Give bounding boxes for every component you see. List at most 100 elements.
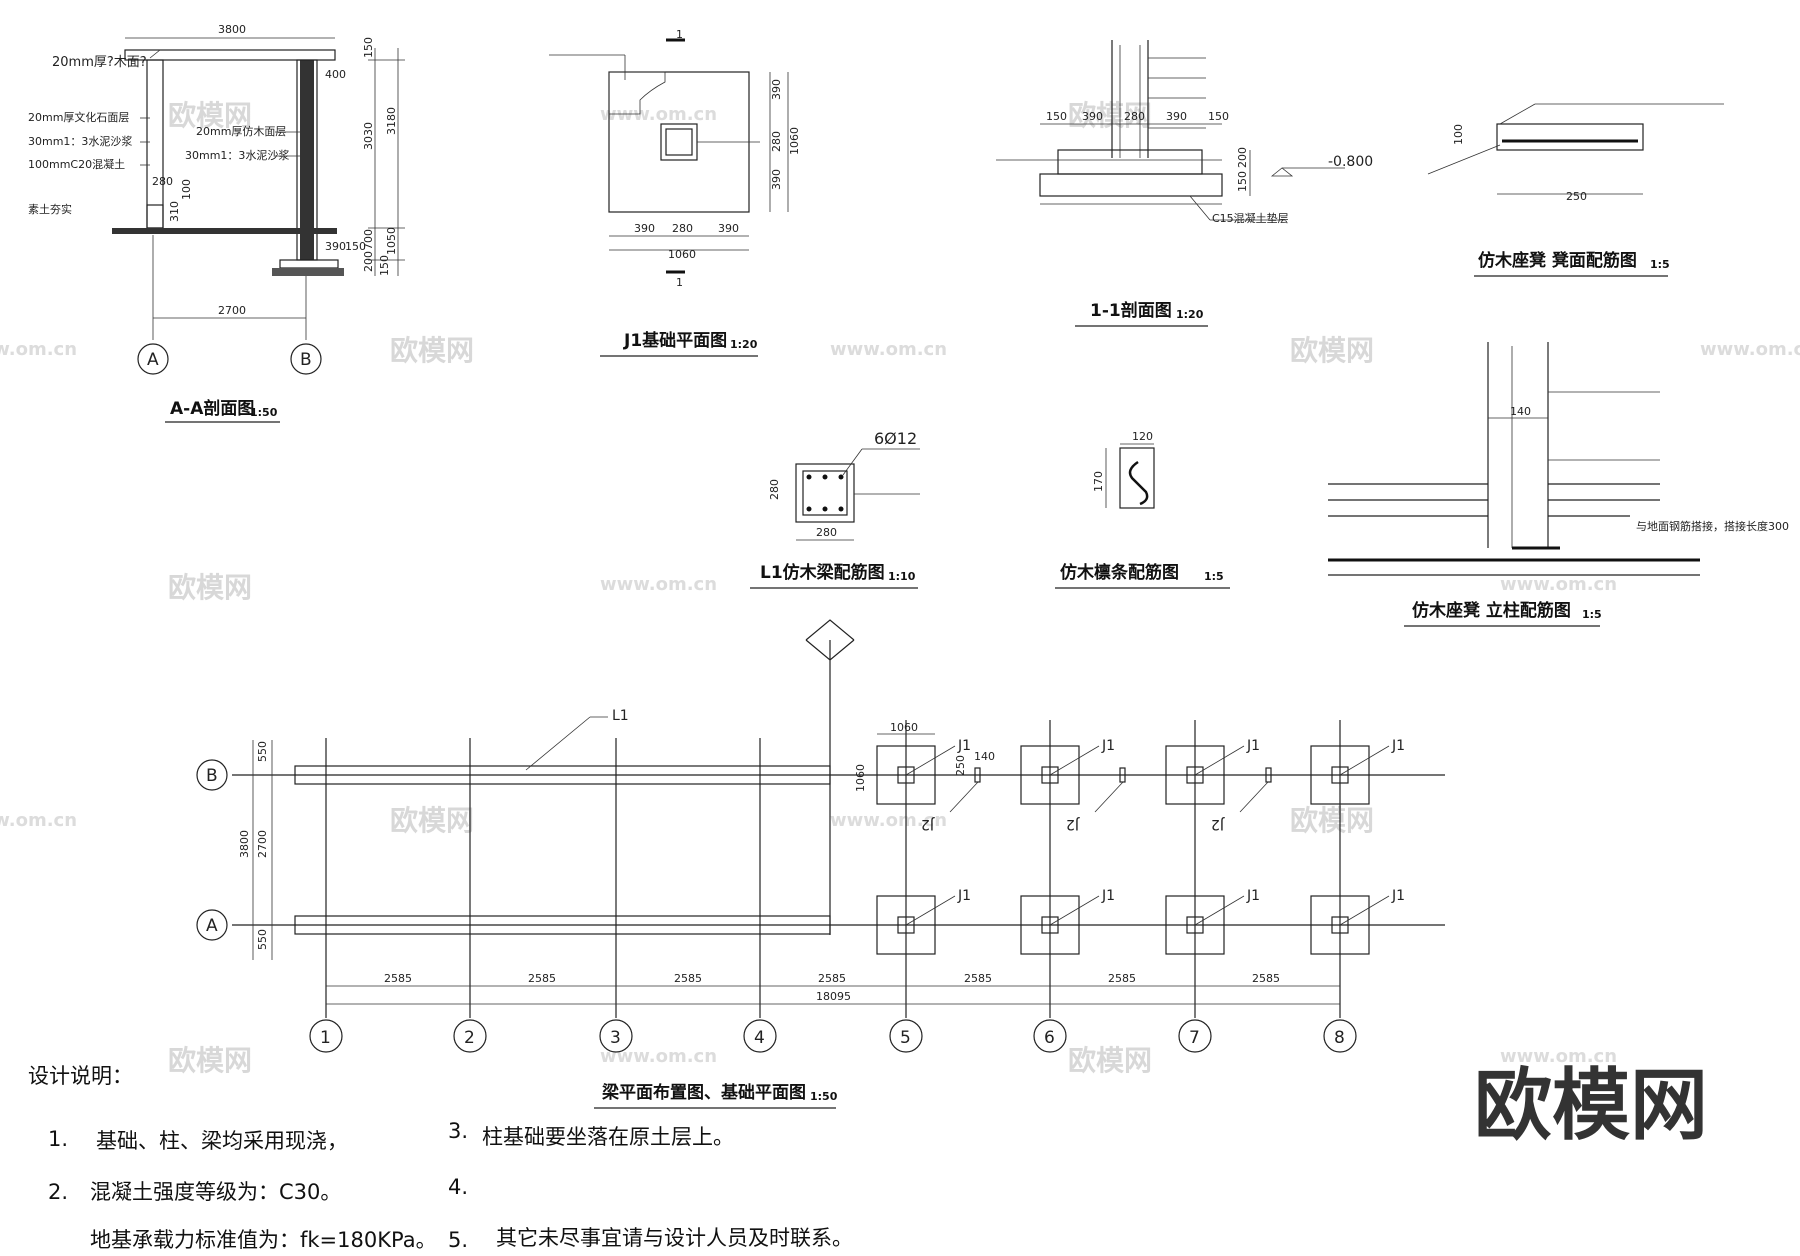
aa-label-concrete: 100mmC20混凝土	[28, 157, 125, 171]
l1-dim: 280	[816, 526, 837, 539]
plan-bay-dim: 2585	[964, 972, 992, 985]
plan-col-axis-label: 6	[1044, 1028, 1055, 1048]
plan-col-axis-label: 2	[464, 1028, 475, 1048]
aa-axis-a-label: A	[147, 350, 159, 370]
plan-column-gridlines	[325, 720, 1341, 1018]
j1-title: J1基础平面图	[623, 330, 727, 351]
note-text: 混凝土强度等级为：C30。	[90, 1180, 341, 1204]
plan-bay-dim: 2585	[1252, 972, 1280, 985]
plan-footing-labels: J1 J1 J1 J1 J1 J1 J1 J1	[905, 738, 1405, 926]
aa-dim-top: 3800	[218, 23, 246, 36]
aa-label-stone: 20mm厚文化石面层	[28, 110, 129, 124]
s11-dim-top: 280	[1124, 110, 1145, 123]
plan-j2-posts: J2 J2 J2 250 140	[921, 750, 1272, 832]
watermark-layer: 欧模网 欧模网 欧模网 欧模网 欧模网 欧模网 欧模网 欧模网 欧模网 www.…	[0, 99, 1800, 1077]
watermark-logo: 欧模网	[168, 571, 252, 604]
plan-beam-l1-bottom	[294, 915, 831, 935]
j1-section-mark: 1	[676, 28, 683, 41]
plan-footing-label: J1	[1391, 888, 1405, 904]
purlin-rebar	[1128, 460, 1149, 506]
watermark-url: www.om.cn	[1700, 339, 1800, 360]
bench-top-scale: 1:5	[1650, 258, 1670, 271]
aa-ground-slab	[112, 228, 337, 234]
j1-dim-bottom: 280	[672, 222, 693, 235]
aa-dim-span: 2700	[218, 304, 246, 317]
plan-col-axis-label: 4	[754, 1028, 765, 1048]
bench-top-section	[1496, 123, 1644, 151]
note-number: 1.	[48, 1127, 68, 1151]
bench-top-dim: 250	[1566, 190, 1587, 203]
note-number: 3.	[448, 1119, 468, 1143]
plan-scale: 1:50	[810, 1090, 838, 1103]
note-text: 柱基础要坐落在原土层上。	[482, 1125, 734, 1149]
plan-row-axis-a	[196, 909, 228, 941]
s11-title: 1-1剖面图	[1090, 300, 1172, 321]
plan-col-axis-bubble	[1323, 1019, 1357, 1053]
plan-bay-dims: 2585 2585 2585 2585 2585 2585 2585	[384, 972, 1280, 985]
watermark-logo: 欧模网	[1068, 1044, 1152, 1077]
plan-col-axis-bubble	[599, 1019, 633, 1053]
beam-plan-drawing: B A 3800 2700 550 550 L1	[196, 619, 1445, 1109]
plan-col-axis-label: 5	[900, 1028, 911, 1048]
note-text: 其它未尽事宜请与设计人员及时联系。	[496, 1226, 853, 1250]
aa-dim-right: 200	[362, 251, 375, 272]
aa-label-wood: 20mm厚仿木面层	[196, 125, 286, 138]
plan-bay-dim: 2585	[818, 972, 846, 985]
plan-footing-label: J1	[1246, 888, 1260, 904]
aa-axis-b-bubble	[290, 343, 322, 375]
plan-dim-left: 550	[256, 929, 269, 950]
aa-dim-misc: 280	[152, 175, 173, 188]
plan-footing-label: J1	[1246, 738, 1260, 754]
plan-col-axis-bubble	[309, 1019, 343, 1053]
s11-footing	[1057, 149, 1203, 175]
purlin-title: 仿木檩条配筋图	[1060, 562, 1179, 583]
plan-dim-left: 2700	[256, 830, 269, 858]
plan-footing-label: J1	[957, 888, 971, 904]
aa-axis-a-bubble	[137, 343, 169, 375]
s11-bedding	[1039, 173, 1223, 197]
watermark-url: www.om.cn	[0, 339, 77, 360]
aa-dim-right: 3030	[362, 122, 375, 150]
aa-title: A-A剖面图	[170, 398, 254, 419]
plan-footing-label: J1	[957, 738, 971, 754]
plan-footing-size: 1060	[890, 721, 918, 734]
j1-dim-right: 280	[770, 131, 783, 152]
watermark-url: www.om.cn	[600, 1046, 717, 1067]
watermark-logo: 欧模网	[168, 1044, 252, 1077]
s11-dim-top: 390	[1082, 110, 1103, 123]
l1-title: L1仿木梁配筋图	[760, 562, 885, 583]
plan-footing-j1	[1310, 895, 1370, 955]
aa-left-column	[146, 59, 164, 229]
s11-elevation: -0.800	[1328, 154, 1373, 170]
aa-dim-right: 150	[362, 37, 375, 58]
bench-top-dim: 100	[1452, 124, 1465, 145]
watermark-logo: 欧模网	[1290, 334, 1374, 367]
s11-dim-top: 150	[1046, 110, 1067, 123]
watermark-logo: 欧模网	[390, 334, 474, 367]
aa-axis-b-label: B	[300, 350, 312, 370]
aa-right-column	[300, 60, 314, 260]
l1-beam-drawing: 6Ø12 280 280 L1仿木梁配筋图 1:10	[750, 429, 920, 589]
plan-footing-j1	[1165, 895, 1225, 955]
watermark-logo: 欧模网	[1290, 804, 1374, 837]
plan-row-axis-label: B	[206, 766, 218, 786]
plan-total-dim: 18095	[816, 990, 851, 1003]
j1-dim-bottom: 1060	[668, 248, 696, 261]
watermark-logo: 欧模网	[168, 99, 252, 132]
s11-label-bed: C15混凝土垫层	[1212, 211, 1289, 225]
note-number: 4.	[448, 1175, 468, 1199]
plan-col-axis-label: 8	[1334, 1028, 1345, 1048]
note-number: 2.	[48, 1180, 68, 1204]
j1-dim-right: 390	[770, 169, 783, 190]
l1-dim: 280	[768, 479, 781, 500]
plan-row-axis-b	[196, 759, 228, 791]
plan-footing-label: J1	[1391, 738, 1405, 754]
notes-heading: 设计说明：	[28, 1064, 133, 1088]
brand-logo: 欧模网	[1474, 1061, 1708, 1151]
s11-dim-right: 200	[1236, 147, 1249, 168]
plan-footing-label: J1	[1101, 738, 1115, 754]
purlin-dim: 170	[1092, 471, 1105, 492]
bench-col-title: 仿木座凳 立柱配筋图	[1412, 600, 1571, 621]
aa-scale: 1:50	[250, 406, 278, 419]
